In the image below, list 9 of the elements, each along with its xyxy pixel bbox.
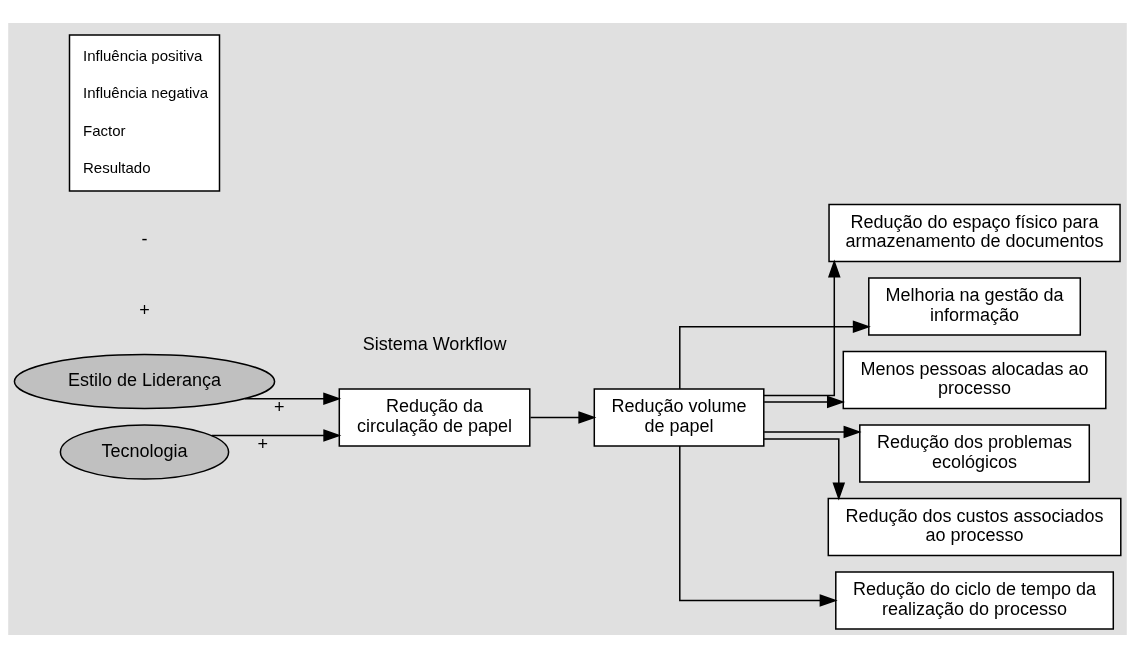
edge-label: + xyxy=(274,396,285,417)
edge-label: + xyxy=(257,433,268,454)
legend-label: Factor xyxy=(83,121,126,138)
label: - xyxy=(141,228,148,249)
label: + xyxy=(139,299,150,320)
legend-label: Influência positiva xyxy=(83,46,203,63)
legend-label: Influência negativa xyxy=(83,83,209,101)
label: Sistema Workflow xyxy=(362,333,507,354)
legend-label: Resultado xyxy=(83,158,151,176)
